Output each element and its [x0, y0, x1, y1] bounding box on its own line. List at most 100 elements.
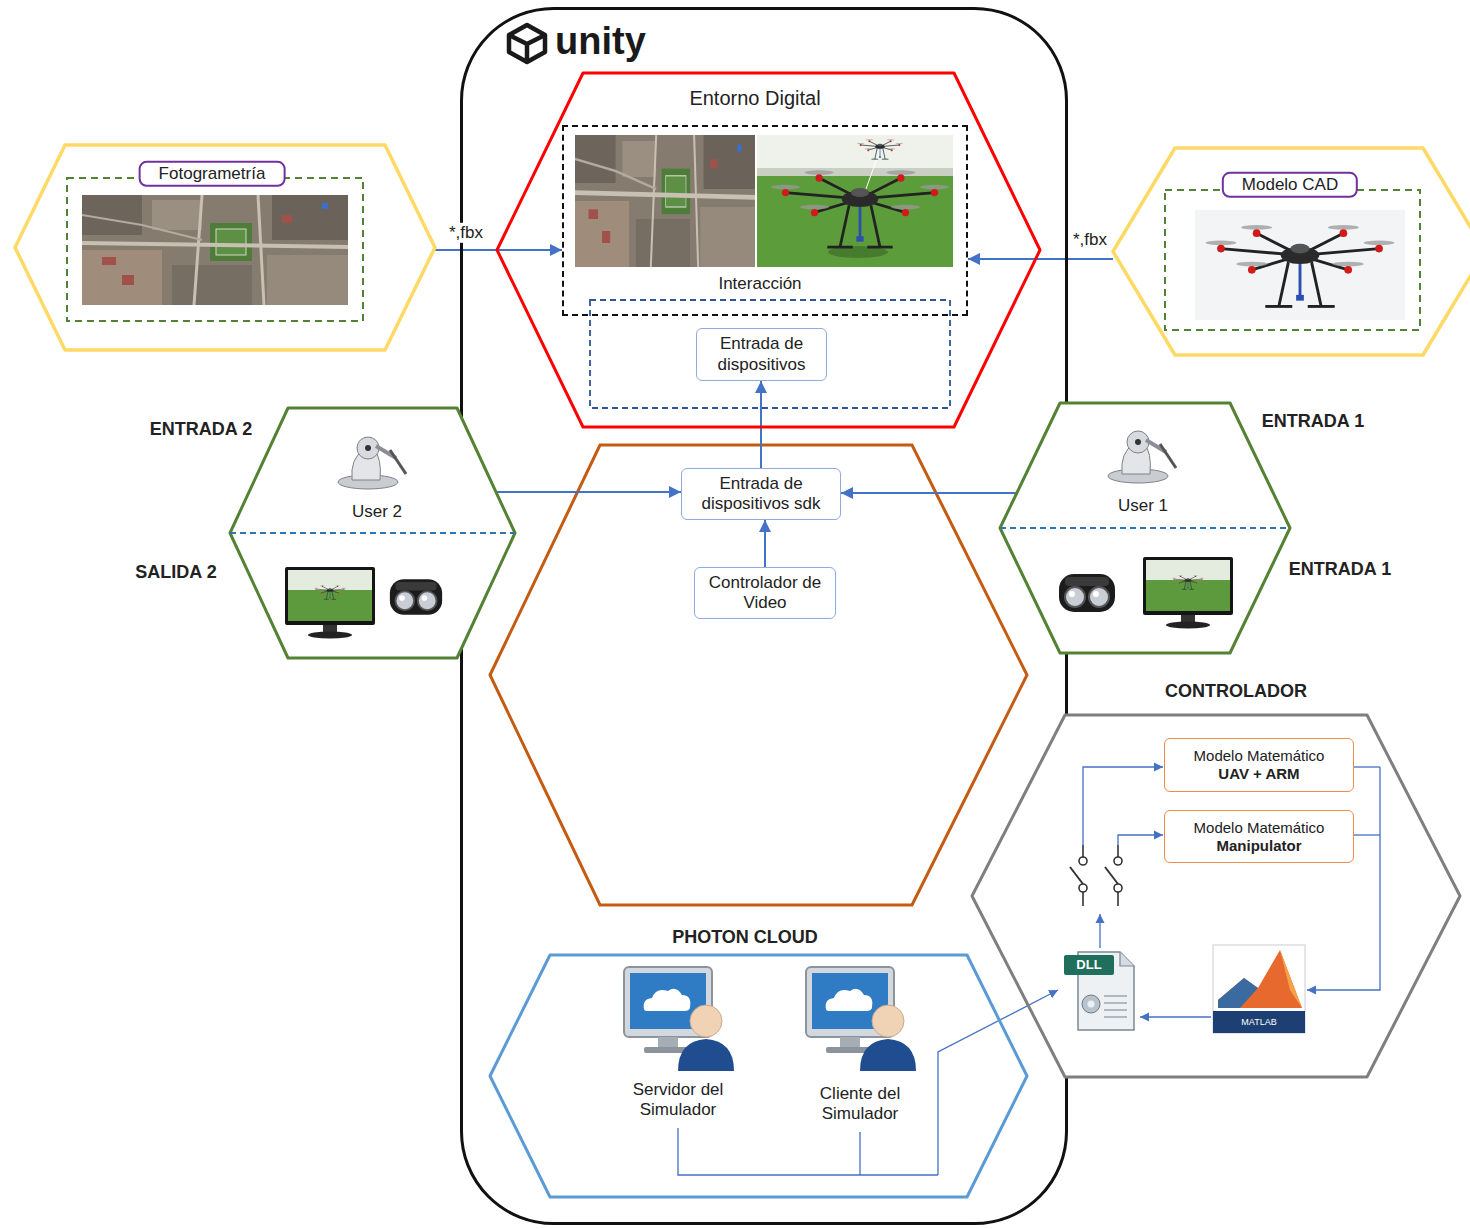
- dll-icon: [1104, 995, 1127, 997]
- process-box: Entrada de dispositivos sdk: [681, 468, 841, 520]
- model-box: Modelo MatemáticoUAV + ARM: [1164, 738, 1354, 792]
- switch-symbol: [1117, 892, 1119, 906]
- connector-arrow: [841, 492, 1017, 494]
- environment-hexagon: Entorno DigitalInteracciónEntrada de dis…: [497, 73, 1040, 427]
- dll-icon: [1104, 1016, 1127, 1018]
- satellite-image: [82, 195, 348, 305]
- hexagon-outline: [1000, 403, 1290, 653]
- vr-headset: [390, 579, 442, 614]
- hexagon-outline: [15, 145, 435, 350]
- switch-symbol: [1070, 867, 1083, 884]
- matlab-logo: [1213, 945, 1305, 1033]
- source-tag: Fotogrametría: [139, 161, 286, 187]
- port-heading: ENTRADA 1: [1262, 411, 1364, 433]
- hexagon-outline: [230, 408, 515, 658]
- file-tag: DLL: [1073, 957, 1104, 973]
- haptic-device: [338, 437, 406, 489]
- port-heading: SALIDA 2: [135, 562, 216, 584]
- switch-symbol: [1079, 857, 1087, 865]
- network-wire: [678, 990, 1058, 1175]
- platform-frame: unityEntorno DigitalInteracciónEntrada d…: [460, 7, 1068, 1225]
- network-wire: [859, 1132, 860, 1175]
- connector-arrow: [968, 258, 1113, 260]
- switch-symbol: [1082, 892, 1084, 906]
- matlab-logo: [1218, 978, 1258, 1008]
- port-heading: ENTRADA 2: [150, 419, 252, 441]
- cad-drone: [1206, 225, 1395, 306]
- network-wire: [678, 1128, 938, 1175]
- monitor-icon: [285, 567, 375, 639]
- user-hexagon: ENTRADA 2User 2SALIDA 2: [230, 408, 515, 658]
- switch-symbol: [1105, 867, 1118, 884]
- simulation-scene: [771, 170, 949, 247]
- connector-group: [435, 250, 1113, 567]
- controller-wire: [1353, 766, 1380, 767]
- switch-symbol: [1114, 884, 1122, 892]
- model-box: Modelo MatemáticoManipulator: [1164, 810, 1354, 863]
- dll-icon: [1064, 952, 1134, 1030]
- network-hexagon: PHOTON CLOUD: [490, 955, 1027, 1197]
- input-hexagon: Modelo CAD: [1113, 148, 1470, 355]
- computer-user: [624, 967, 734, 1071]
- brand-logo: [509, 25, 545, 62]
- role-label: Cliente del Simulador: [795, 1084, 925, 1125]
- monitor-icon: [1143, 557, 1233, 629]
- hexagon-outline: [972, 715, 1460, 1077]
- region-title: PHOTON CLOUD: [672, 927, 818, 949]
- box-label: Controlador de Video: [701, 573, 829, 614]
- simulation-scene: [757, 135, 953, 267]
- box-label: Modelo Matemático: [1171, 747, 1347, 765]
- controller-wire: [1099, 914, 1100, 948]
- hexagon-outline: [1113, 148, 1470, 355]
- box-label: Entrada de dispositivos sdk: [688, 474, 834, 515]
- cad-drone: [1195, 210, 1405, 320]
- switch-symbol: [1070, 845, 1122, 906]
- controller-wire: [1118, 835, 1163, 845]
- dll-icon: [1088, 1001, 1095, 1008]
- interaction-panel: Interacción: [562, 125, 968, 316]
- matlab-logo: [1280, 950, 1302, 1008]
- edge-label: *,fbx: [1071, 230, 1109, 250]
- haptic-device: [1108, 431, 1176, 483]
- hexagon-outline: [230, 408, 515, 658]
- user-hexagon: ENTRADA 1User 1ENTRADA 1: [1000, 403, 1290, 653]
- simulation-scene: [857, 139, 903, 159]
- dll-icon: [1104, 1002, 1127, 1004]
- brand-name: unity: [555, 19, 646, 65]
- brand-logo: [509, 35, 545, 62]
- cad-drone: [1195, 210, 1405, 320]
- simulation-scene: [757, 168, 953, 176]
- source-frame: [67, 178, 363, 321]
- satellite-image: [575, 135, 755, 267]
- render-hexagon: [490, 445, 1027, 905]
- process-box: Controlador de Video: [694, 567, 836, 619]
- box-label: Modelo Matemático: [1171, 819, 1347, 837]
- controller-wire: [1353, 834, 1380, 835]
- dll-icon: [1082, 995, 1100, 1013]
- matlab-logo: [1213, 945, 1305, 1033]
- user-label: User 2: [352, 502, 402, 522]
- simulation-scene: [757, 135, 953, 180]
- switch-symbol: [1114, 857, 1122, 865]
- source-tag: Modelo CAD: [1222, 172, 1358, 198]
- region-title: CONTROLADOR: [1165, 681, 1307, 703]
- role-label: Servidor del Simulador: [613, 1080, 743, 1121]
- switch-symbol: [1117, 845, 1119, 857]
- user-label: User 1: [1118, 496, 1168, 516]
- switch-symbol: [1082, 845, 1084, 857]
- dll-icon: [1064, 955, 1114, 975]
- hexagon-outline: [497, 73, 1040, 427]
- box-label: Manipulator: [1171, 837, 1347, 855]
- computer-user: [806, 967, 916, 1071]
- process-box: Entrada de dispositivos: [696, 328, 827, 381]
- edge-label: *,fbx: [447, 223, 485, 243]
- dll-icon: [1120, 952, 1134, 966]
- controller-wire: [1140, 1016, 1211, 1017]
- frame-outline: [462, 9, 1067, 1224]
- connector-arrow: [764, 520, 766, 567]
- brand-logo: [509, 25, 545, 62]
- connector-arrow: [760, 381, 762, 468]
